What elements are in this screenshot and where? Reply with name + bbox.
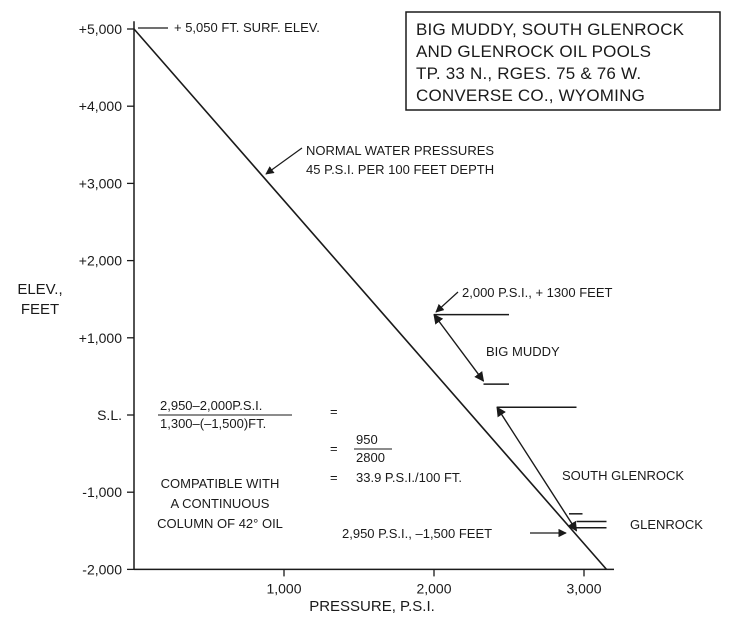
title-box <box>405 11 721 111</box>
big-muddy-label: BIG MUDDY <box>486 344 560 359</box>
y-axis-label-line-2: FEET <box>21 301 59 318</box>
glenrock-point-label: 2,950 P.S.I., –1,500 FEET <box>342 526 492 541</box>
normal-pressure-pointer <box>265 147 303 175</box>
y-tick-label: +4,000 <box>79 98 122 114</box>
x-tick-label: 1,000 <box>266 580 301 596</box>
compat-line-2: A CONTINUOUS <box>171 496 270 511</box>
x-tick-group: 1,000 2,000 3,000 <box>266 569 602 596</box>
big-muddy-point-label: 2,000 P.S.I., + 1300 FEET <box>462 285 612 300</box>
y-axis-label-line-1: ELEV., <box>17 281 62 298</box>
formula-equals-2: = <box>330 441 338 456</box>
big-muddy-point-pointer <box>435 291 459 313</box>
y-tick-label: S.L. <box>97 407 122 423</box>
title-line-1: BIG MUDDY, SOUTH GLENROCK <box>416 20 685 39</box>
y-tick-label: +5,000 <box>79 21 122 37</box>
formula-numerator: 2,950–2,000P.S.I. <box>160 398 262 413</box>
normal-pressure-label-2: 45 P.S.I. PER 100 FEET DEPTH <box>306 162 494 177</box>
title-line-4: CONVERSE CO., WYOMING <box>416 86 645 105</box>
formula-equals-3: = <box>330 470 338 485</box>
x-tick-label: 2,000 <box>416 580 451 596</box>
compat-line-3: COLUMN OF 42° OIL <box>157 516 283 531</box>
formula-equals-1: = <box>330 404 338 419</box>
formula-denominator: 1,300–(–1,500)FT. <box>160 416 266 431</box>
formula-frac2-denominator: 2800 <box>356 450 385 465</box>
south-glenrock-gradient-arrow <box>496 406 578 532</box>
y-tick-label: +2,000 <box>79 253 122 269</box>
compat-line-1: COMPATIBLE WITH <box>161 476 280 491</box>
x-axis-label: PRESSURE, P.S.I. <box>309 598 435 615</box>
y-tick-label: -1,000 <box>82 484 122 500</box>
big-muddy-gradient-arrow <box>433 313 485 382</box>
title-line-2: AND GLENROCK OIL POOLS <box>416 42 651 61</box>
x-tick-label: 3,000 <box>566 580 601 596</box>
y-tick-label: -2,000 <box>82 561 122 577</box>
glenrock-label: GLENROCK <box>630 517 703 532</box>
title-line-3: TP. 33 N., RGES. 75 & 76 W. <box>416 64 641 83</box>
formula-frac2-numerator: 950 <box>356 432 378 447</box>
y-tick-label: +1,000 <box>79 330 122 346</box>
formula-result: 33.9 P.S.I./100 FT. <box>356 470 462 485</box>
south-glenrock-label: SOUTH GLENROCK <box>562 468 684 483</box>
normal-pressure-label-1: NORMAL WATER PRESSURES <box>306 143 494 158</box>
surface-elev-label: + 5,050 FT. SURF. ELEV. <box>174 20 320 35</box>
y-tick-label: +3,000 <box>79 175 122 191</box>
